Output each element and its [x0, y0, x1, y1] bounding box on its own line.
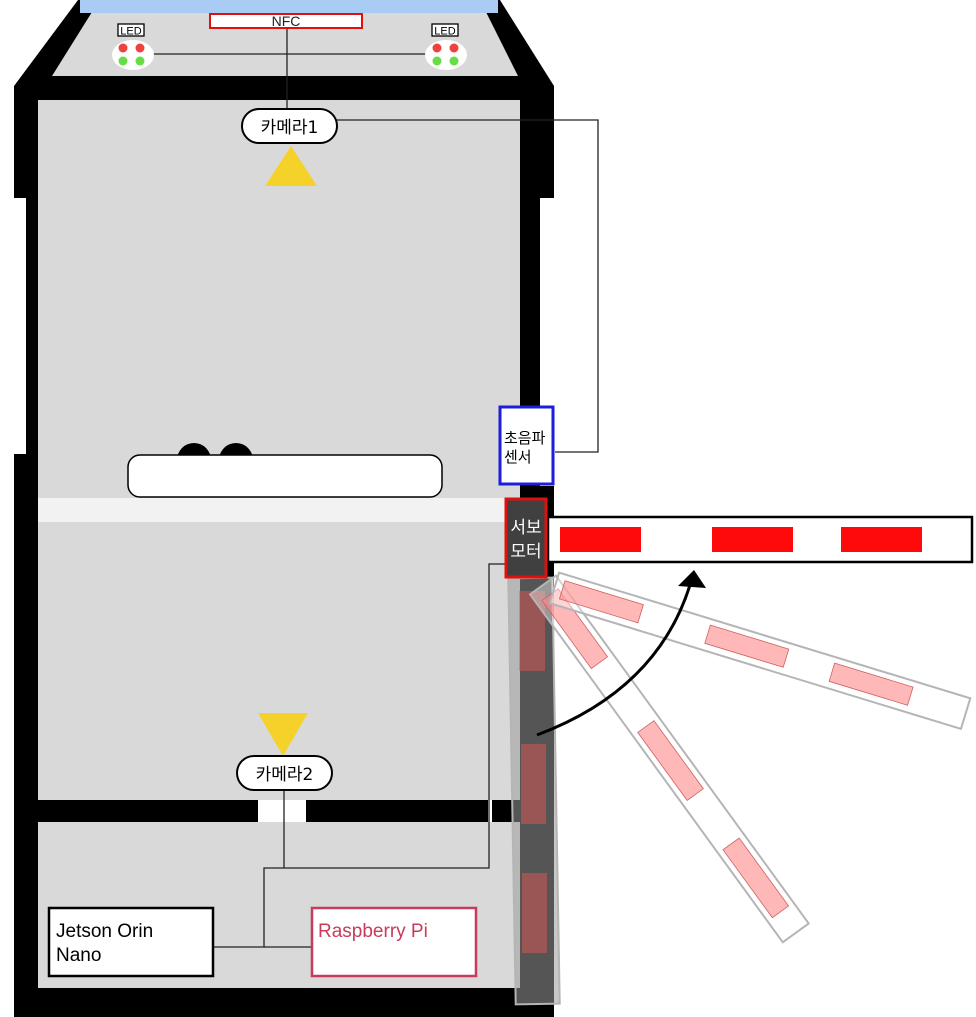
barrier-stripe — [841, 527, 922, 552]
car-body — [127, 454, 443, 498]
nfc-reader: NFC — [209, 13, 363, 29]
jetson-label-2: Nano — [56, 945, 101, 966]
servo-label-1: 서보 — [510, 518, 541, 538]
ultrasonic-label-1: 초음파 — [504, 429, 546, 447]
ultrasonic-box — [498, 405, 555, 486]
divider-wall-mid — [306, 800, 488, 822]
lane-stripe — [38, 498, 520, 522]
camera1-ultrasonic-wire — [337, 119, 599, 453]
bottom-wall — [14, 988, 554, 1017]
led-right: LED — [425, 23, 467, 70]
led-left-tag — [117, 23, 145, 37]
raspberry-label: Raspberry Pi — [318, 921, 428, 942]
barrier-stripe — [521, 744, 546, 824]
top-wall-right — [308, 76, 520, 100]
entrance-floor — [52, 12, 518, 76]
raspberry-box — [310, 906, 478, 978]
left-wall-upper — [14, 86, 38, 198]
building — [14, 76, 554, 1017]
barrier-stripe — [712, 527, 793, 552]
upper-floor — [38, 100, 520, 498]
roof-strip — [80, 0, 498, 13]
camera2-badge — [236, 755, 333, 791]
jetson-label-1: Jetson Orin — [56, 921, 153, 942]
ultrasonic-sensor: 초음파 센서 — [498, 405, 555, 486]
barrier-stripe — [560, 527, 641, 552]
barrier-arm — [546, 515, 974, 564]
camera1: 카메라1 — [241, 108, 338, 186]
ultrasonic-label-2: 센서 — [504, 448, 532, 466]
left-wall-mid — [26, 196, 38, 454]
servo-box — [504, 497, 548, 579]
camera1-label: 카메라1 — [261, 118, 319, 138]
traffic-led-icon — [112, 40, 154, 70]
led-right-tag — [431, 23, 459, 37]
barrier-ghost-steep — [528, 574, 811, 944]
camera-cone-icon — [258, 713, 308, 756]
servo-controller-wire — [214, 563, 508, 948]
nfc-box — [209, 13, 363, 29]
barrier-ghosts — [507, 571, 972, 1006]
car — [127, 443, 443, 498]
led-left-label: LED — [120, 26, 141, 38]
raspberry-pi: Raspberry Pi — [310, 906, 478, 978]
right-wall-upper — [520, 86, 554, 198]
top-wall-left — [38, 76, 272, 100]
camera1-badge — [241, 108, 338, 144]
led-left: LED — [112, 23, 154, 70]
jetson-orin-nano: Jetson Orin Nano — [47, 906, 215, 978]
barrier-stripe — [519, 591, 545, 671]
lower-floor — [38, 522, 520, 800]
jetson-box — [47, 906, 215, 978]
camera-cone-icon — [265, 146, 317, 186]
camera2-label: 카메라2 — [256, 765, 314, 785]
nfc-label: NFC — [272, 13, 301, 29]
divider-wall-left — [38, 800, 258, 822]
curved-arrow-icon — [536, 570, 706, 737]
barrier-ghost-shallow — [548, 571, 972, 731]
servo-motor: 서보 모터 — [504, 497, 548, 579]
entrance-area — [14, 0, 554, 100]
wiring — [135, 24, 599, 948]
barrier-stripe — [522, 873, 547, 953]
led-right-label: LED — [434, 26, 455, 38]
left-wall-lower — [14, 454, 38, 1017]
camera2: 카메라2 — [236, 713, 333, 791]
traffic-led-icon — [425, 40, 467, 70]
servo-label-2: 모터 — [510, 542, 541, 562]
